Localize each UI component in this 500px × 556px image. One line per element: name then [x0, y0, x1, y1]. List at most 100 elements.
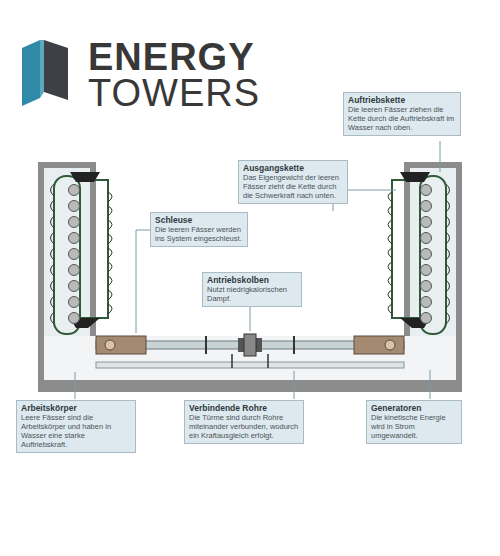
chain-hook	[51, 296, 55, 308]
chain-hook	[108, 206, 112, 216]
barrel	[69, 249, 80, 260]
base	[38, 380, 462, 392]
chain-hook	[108, 262, 112, 272]
piston-flange	[205, 336, 207, 354]
chain-hook	[388, 206, 392, 216]
callout-body: Die kinetische Energie wird in Strom umg…	[371, 413, 457, 440]
logo-icon	[22, 40, 40, 106]
chain-hook	[446, 216, 450, 228]
chain-hook	[388, 290, 392, 300]
barrel	[69, 281, 80, 292]
chain-hook	[446, 184, 450, 196]
chain-hook	[446, 200, 450, 212]
connecting-pipe	[96, 362, 404, 368]
leader-line	[136, 230, 150, 333]
barrel	[421, 313, 432, 324]
chain-hook	[108, 290, 112, 300]
drive-piston	[244, 334, 256, 356]
callout-box: SchleuseDie leeren Fässer werden ins Sys…	[150, 212, 248, 247]
callout-box: AuftriebsketteDie leeren Fässer ziehen d…	[343, 92, 461, 136]
leader-line	[294, 371, 295, 399]
barrel	[69, 201, 80, 212]
chain-hook	[446, 296, 450, 308]
barrel	[69, 297, 80, 308]
callout-box: GeneratorenDie kinetische Energie wird i…	[366, 400, 462, 444]
leader-line	[430, 370, 431, 399]
logo-icon	[40, 40, 44, 98]
lock	[96, 336, 146, 354]
piston-rod	[267, 354, 269, 368]
callout-heading: Schleuse	[155, 215, 243, 225]
logo-text: TOWERS	[88, 74, 260, 112]
chain-hook	[51, 200, 55, 212]
chain-hook	[51, 264, 55, 276]
chain-hook	[388, 234, 392, 244]
barrel	[421, 185, 432, 196]
chain-hook	[388, 304, 392, 314]
chain-wheel	[70, 172, 100, 182]
chain-hook	[108, 220, 112, 230]
callout-box: AusgangsketteDas Eigengewicht der leeren…	[238, 160, 348, 204]
callout-heading: Verbindende Rohre	[189, 403, 299, 413]
barrel	[421, 281, 432, 292]
chain-hook	[51, 248, 55, 260]
barrel	[69, 265, 80, 276]
right-tower-water	[410, 168, 456, 336]
chain-hook	[108, 304, 112, 314]
chain-hook	[388, 276, 392, 286]
callout-heading: Auftriebskette	[348, 95, 456, 105]
barrel	[421, 297, 432, 308]
barrel	[421, 233, 432, 244]
lock	[354, 336, 404, 354]
barrel	[421, 201, 432, 212]
piston-rod	[231, 354, 233, 368]
output-chain	[80, 180, 108, 318]
barrel	[421, 217, 432, 228]
callout-heading: Antriebskolben	[207, 275, 297, 285]
piston-flange	[293, 336, 295, 354]
chain-hook	[51, 280, 55, 292]
chain-hook	[51, 216, 55, 228]
buoyancy-chain	[420, 176, 446, 334]
left-tower-water	[44, 168, 90, 336]
chain-hook	[446, 280, 450, 292]
barrel	[69, 233, 80, 244]
barrel	[69, 185, 80, 196]
logo-icon	[44, 40, 68, 100]
chain-hook	[108, 248, 112, 258]
leader-line	[75, 372, 76, 399]
chain-hook	[388, 248, 392, 258]
buoyancy-chain	[54, 176, 80, 334]
callout-heading: Ausgangskette	[243, 163, 343, 173]
callout-body: Leere Fässer sind die Arbeitskörper und …	[21, 413, 131, 449]
callout-body: Die leeren Fässer ziehen die Kette durch…	[348, 105, 456, 132]
logo-text: ENERGY	[88, 38, 254, 76]
chain-hook	[388, 262, 392, 272]
barrel	[69, 313, 80, 324]
chain-hook	[108, 276, 112, 286]
chain-hook	[51, 232, 55, 244]
leader-line	[440, 141, 441, 172]
callout-body: Die Türme sind durch Rohre miteinander v…	[189, 413, 299, 440]
chain-hook	[446, 232, 450, 244]
lock-barrel	[105, 340, 115, 350]
callout-box: Verbindende RohreDie Türme sind durch Ro…	[184, 400, 304, 444]
lock-barrel	[385, 340, 395, 350]
chain-hook	[446, 312, 450, 324]
callout-body: Nutzt niedrigkalorischen Dampf.	[207, 285, 297, 303]
callout-box: AntriebskolbenNutzt niedrigkalorischen D…	[202, 272, 302, 307]
callout-heading: Generatoren	[371, 403, 457, 413]
chain-hook	[51, 312, 55, 324]
callout-body: Die leeren Fässer werden ins System eing…	[155, 225, 243, 243]
chain-hook	[446, 248, 450, 260]
output-chain	[392, 180, 420, 318]
barrel	[421, 265, 432, 276]
chain-hook	[108, 192, 112, 202]
chain-hook	[446, 264, 450, 276]
barrel	[421, 249, 432, 260]
callout-heading: Arbeitskörper	[21, 403, 131, 413]
callout-box: ArbeitskörperLeere Fässer sind die Arbei…	[16, 400, 136, 453]
chain-hook	[108, 234, 112, 244]
chain-hook	[388, 192, 392, 202]
chain-hook	[388, 220, 392, 230]
